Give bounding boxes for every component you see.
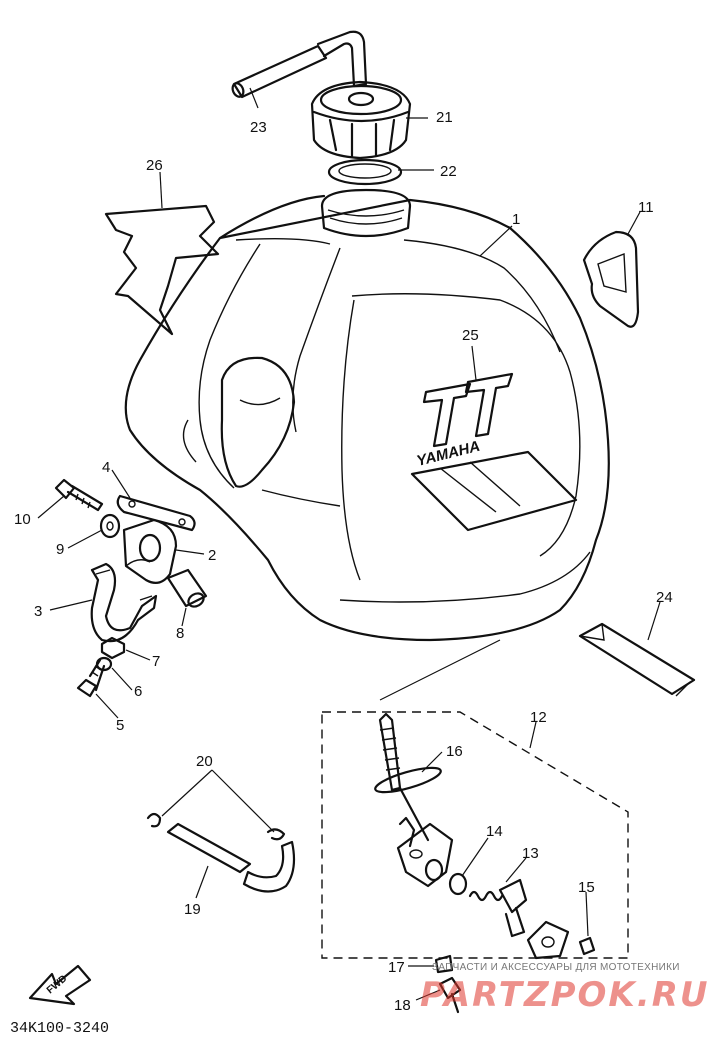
screw-part-18 xyxy=(438,976,462,1014)
fuel-cock-assembly-part-12 xyxy=(321,639,629,960)
tank-pad-sheet-part-26 xyxy=(104,204,220,336)
fuel-cap-part-21 xyxy=(310,80,412,160)
rubber-damper-part-11 xyxy=(582,230,640,328)
callout-21: 21 xyxy=(436,109,453,126)
rubber-strip-part-24 xyxy=(578,622,696,697)
emblem-yamaha-text: YAMAHA xyxy=(415,438,482,470)
callout-4: 4 xyxy=(102,459,110,476)
fuel-tank-part-1: YAMAHA xyxy=(124,188,610,642)
callout-labels: 23 21 22 26 1 11 25 4 10 9 2 3 8 7 6 5 2… xyxy=(14,109,673,1014)
watermark-tagline: ЗАПЧАСТИ И АКСЕССУАРЫ ДЛЯ МОТОТЕХНИКИ xyxy=(432,962,680,973)
washer-part-9 xyxy=(99,513,121,539)
tank-emblem-part-25: YAMAHA xyxy=(410,372,578,532)
strainer-part-16 xyxy=(374,712,442,842)
leader-lines xyxy=(37,87,661,1001)
fuel-hose-part-19 xyxy=(166,822,296,893)
callout-8: 8 xyxy=(176,625,184,642)
plate-part-15 xyxy=(526,920,596,960)
cap-gasket-part-22 xyxy=(327,158,403,186)
spring-part-13 xyxy=(468,878,528,938)
callout-13: 13 xyxy=(522,845,539,862)
mounting-bracket-part-2 xyxy=(122,518,178,585)
drawing-code: 34K100-3240 xyxy=(10,1020,109,1037)
hose-clips-part-20 xyxy=(146,812,286,841)
callout-2: 2 xyxy=(208,547,216,564)
callout-11: 11 xyxy=(638,199,654,216)
bolt-part-10 xyxy=(54,478,104,512)
forward-direction-arrow: FWD xyxy=(28,964,92,1006)
collar-part-8 xyxy=(166,568,208,608)
callout-14: 14 xyxy=(486,823,503,840)
screw-part-17 xyxy=(434,954,454,974)
nut-part-7 xyxy=(100,636,126,660)
callout-7: 7 xyxy=(152,653,160,670)
bracket-plate-part-4 xyxy=(116,494,196,532)
watermark-site: PARTZPOK.RU xyxy=(420,975,709,1015)
callout-18: 18 xyxy=(394,997,411,1014)
callout-19: 19 xyxy=(184,901,201,918)
callout-3: 3 xyxy=(34,603,42,620)
callout-6: 6 xyxy=(134,683,142,700)
callout-25: 25 xyxy=(462,327,479,344)
bolt-part-5 xyxy=(76,658,106,698)
callout-22: 22 xyxy=(440,163,457,180)
watermark: ЗАПЧАСТИ И АКСЕССУАРЫ ДЛЯ МОТОТЕХНИКИ PA… xyxy=(420,962,709,1015)
callout-10: 10 xyxy=(14,511,31,528)
callout-15: 15 xyxy=(578,879,595,896)
callout-5: 5 xyxy=(116,717,124,734)
callout-17: 17 xyxy=(388,959,405,976)
callout-1: 1 xyxy=(512,211,520,228)
callout-24: 24 xyxy=(656,589,673,606)
callout-16: 16 xyxy=(446,743,463,760)
callout-26: 26 xyxy=(146,157,163,174)
clamp-band-part-3 xyxy=(90,562,158,643)
callout-9: 9 xyxy=(56,541,64,558)
callout-20: 20 xyxy=(196,753,213,770)
o-ring-part-14 xyxy=(448,872,468,896)
callout-23: 23 xyxy=(250,119,267,136)
callout-12: 12 xyxy=(530,709,547,726)
breather-hose-part-23 xyxy=(231,30,368,99)
